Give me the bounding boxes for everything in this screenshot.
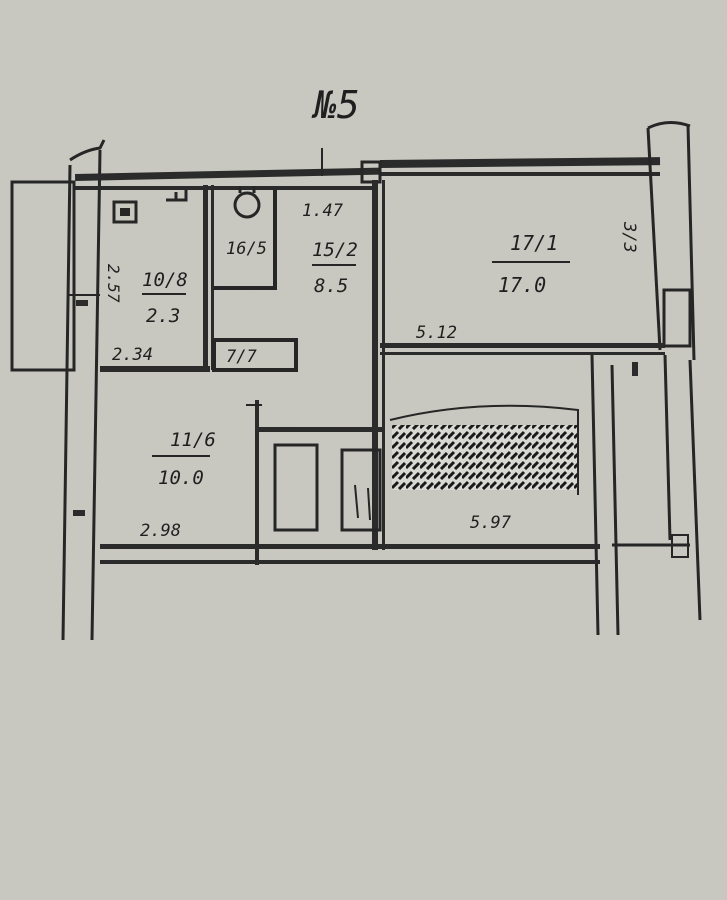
apartment-number: №5 [311, 83, 360, 127]
bathroom-fixtures [112, 186, 261, 224]
loggia-hatch [392, 425, 577, 490]
wc-code: 16/5 [226, 239, 267, 259]
toilet-icon [233, 186, 261, 219]
living-room-area: 17.0 [498, 273, 546, 297]
kitchen-code: 15/2 [312, 239, 358, 261]
dimensions: 1.47 2.34 5.12 2.98 5.97 [112, 201, 512, 541]
dim-room-bottom: 5.12 [416, 323, 457, 343]
sink-icon [112, 200, 138, 224]
hall-area: 10.0 [158, 467, 204, 489]
dim-loggia-length: 5.97 [470, 513, 512, 533]
bathroom-area: 2.3 [146, 305, 180, 327]
walls [10, 121, 702, 641]
bathtub-icon [166, 190, 188, 202]
dim-bath-width: 2.34 [112, 345, 153, 365]
bathroom-code: 10/8 [142, 269, 188, 291]
left-vertical-label: 2.57 [104, 264, 123, 303]
hall-code: 11/6 [170, 429, 216, 451]
closet-label: 7/7 [226, 347, 257, 367]
kitchen-area: 8.5 [314, 275, 348, 297]
living-room-code: 17/1 [510, 231, 558, 255]
room-labels: 10/8 2.3 16/5 15/2 8.5 17/1 17.0 11/6 10… [104, 221, 639, 489]
dim-kitchen-top: 1.47 [302, 201, 344, 221]
dim-hall-left: 2.98 [140, 521, 181, 541]
right-wall-code: 3/3 [619, 221, 639, 253]
